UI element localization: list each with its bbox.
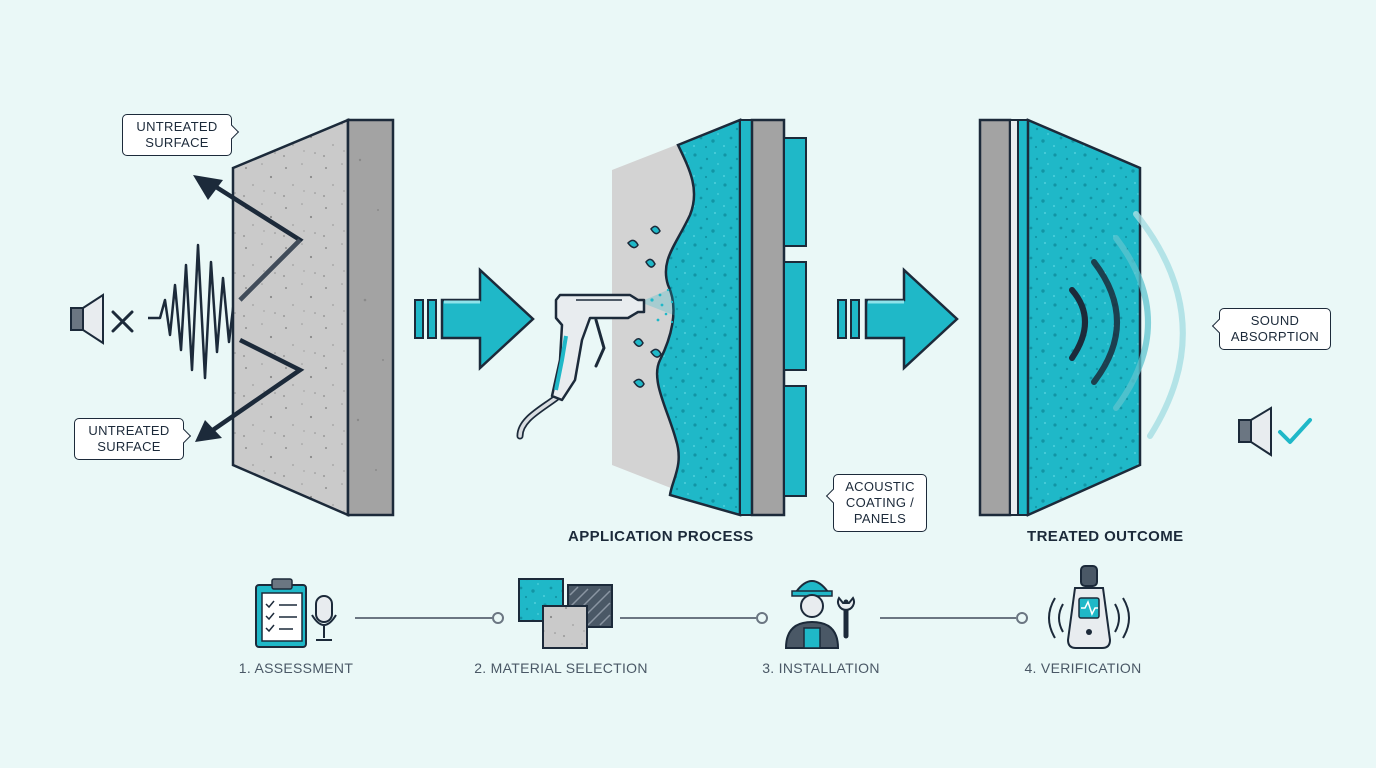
callout-line: PANELS <box>853 511 907 526</box>
spray-droplets <box>627 225 662 388</box>
callout-untreated-surface-bottom: UNTREATED SURFACE <box>74 418 192 460</box>
callout-line: UNTREATED <box>136 119 218 134</box>
step-connectors <box>355 612 1028 624</box>
step-label-installation: 3. INSTALLATION <box>762 660 880 676</box>
callout-line: COATING / <box>845 495 915 510</box>
material-samples-icon <box>518 578 613 649</box>
treated-outcome-label: TREATED OUTCOME <box>1027 528 1184 545</box>
callout-untreated-surface-top: UNTREATED SURFACE <box>122 114 240 156</box>
untreated-concrete-wall <box>231 118 395 517</box>
callout-line: ABSORPTION <box>1230 329 1320 344</box>
reflection-arrows <box>193 175 305 442</box>
application-process-label: APPLICATION PROCESS <box>568 528 754 545</box>
callout-line: UNTREATED <box>88 423 170 438</box>
worker-wrench-icon <box>784 580 855 649</box>
absorbed-sound-waves <box>1069 211 1186 439</box>
quiet-speaker-icon <box>1238 406 1312 457</box>
spray-gun-icon <box>516 293 646 440</box>
callout-acoustic-coating: ACOUSTIC COATING / PANELS <box>825 474 927 532</box>
sound-meter-icon <box>1048 565 1130 649</box>
clipboard-microphone-icon <box>255 578 337 648</box>
muted-speaker-icon <box>70 293 134 345</box>
process-arrow-1 <box>414 267 535 371</box>
step-label-verification: 4. VERIFICATION <box>1024 660 1142 676</box>
callout-sound-absorption: SOUND ABSORPTION <box>1211 308 1331 350</box>
treated-acoustic-wall <box>978 118 1142 517</box>
step-label-assessment: 1. ASSESSMENT <box>238 660 354 676</box>
step-label-material-selection: 2. MATERIAL SELECTION <box>474 660 648 676</box>
spray-mist <box>640 276 712 330</box>
wall-being-coated <box>612 118 807 517</box>
process-arrow-2 <box>837 267 959 371</box>
callout-line: SURFACE <box>97 439 161 454</box>
callout-line: ACOUSTIC <box>845 479 915 494</box>
callout-line: SOUND <box>1250 313 1300 328</box>
callout-line: SURFACE <box>145 135 209 150</box>
